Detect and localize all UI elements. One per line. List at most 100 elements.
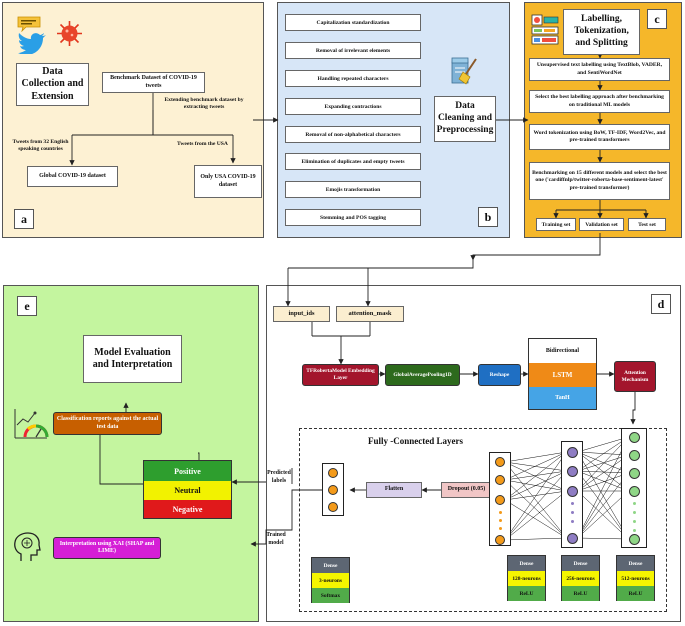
neuron-d256-1 — [566, 465, 578, 477]
labelling-step-3: Benchmarking on 15 different models and … — [529, 162, 670, 200]
dense-block-512: Dense 512-neurons ReLU — [616, 555, 655, 601]
dense-activation-256: ReLU — [562, 586, 599, 601]
dense-neurons-3: 3-neurons — [312, 573, 349, 588]
ellipsis-dot-d128-2 — [498, 526, 502, 530]
dense-name-3: Dense — [312, 558, 349, 573]
fully-connected-region — [299, 428, 667, 612]
class-stack: Positive Neutral Negative — [143, 460, 232, 519]
dense-neurons-512: 512-neurons — [617, 571, 654, 586]
fc-connection — [577, 490, 629, 539]
predicted-labels-text: Predicted labels — [267, 470, 291, 484]
dense-block-3: Dense 3-neurons Softmax — [311, 557, 350, 603]
pooling-layer: GlobalAveragePooling1D — [385, 364, 460, 386]
bird-icon — [18, 32, 48, 56]
ellipsis-dot-d256-1 — [570, 510, 574, 514]
dense-name-256: Dense — [562, 556, 599, 571]
fc-connection — [577, 472, 629, 492]
clean-step-0: Capitalization standardization — [285, 14, 421, 31]
labelling-step-1: Select the best labelling approach after… — [529, 90, 670, 113]
lstm-layer: LSTM — [529, 363, 596, 387]
usa-dataset-box: Only USA COVID-19 dataset — [194, 165, 262, 198]
positive-class: Positive — [144, 461, 231, 481]
dense-activation-128: ReLU — [508, 586, 545, 601]
clean-step-4: Removal of non-alphabetical characters — [285, 126, 421, 143]
neuron-d512-0 — [628, 431, 640, 443]
fc-connection — [504, 451, 567, 463]
panel-c-label: c — [647, 9, 667, 29]
fc-connection — [577, 490, 629, 540]
neutral-class: Neutral — [144, 481, 231, 500]
evaluation-title: Model Evaluation and Interpretation — [83, 335, 182, 383]
neuron-d512-2 — [628, 467, 640, 479]
fc-connection — [504, 451, 567, 501]
fc-connection — [577, 436, 629, 539]
panel-b-label: b — [478, 207, 498, 227]
flatten-layer: Flatten — [366, 482, 422, 498]
ellipsis-dot-d512-1 — [632, 510, 636, 514]
fc-connection — [504, 499, 567, 539]
fc-connection — [577, 451, 629, 456]
ellipsis-dot-d128-1 — [498, 518, 502, 522]
ellipsis-dot-d256-2 — [570, 519, 574, 523]
extending-text: Extending benchmark dataset by extractin… — [164, 97, 244, 111]
fc-connection — [504, 461, 567, 539]
bidirectional-block: Bidirectional LSTM TanH — [528, 338, 597, 410]
neuron-d128-2 — [495, 495, 505, 505]
fc-connection — [577, 537, 629, 540]
dense-neurons-128: 128-neurons — [508, 571, 545, 586]
fc-connection — [504, 470, 567, 481]
clean-step-6: Emojis transformation — [285, 181, 421, 198]
panel-e-label: e — [17, 296, 37, 316]
neuron-output-2 — [328, 502, 338, 512]
xai-box: Interpretation using XAI (SHAP and LIME) — [53, 537, 161, 559]
fc-connection — [504, 461, 567, 472]
fc-connection — [577, 436, 629, 453]
fc-connection — [577, 451, 629, 474]
neuron-d128-0 — [495, 457, 505, 467]
clean-step-1: Removal of irrelevant elements — [285, 42, 421, 59]
neuron-output-1 — [328, 485, 338, 495]
fc-connection — [504, 451, 567, 541]
panel-a-label: a — [14, 209, 34, 229]
dense-block-256: Dense 256-neurons ReLU — [561, 555, 600, 601]
cleaning-icon — [451, 56, 478, 86]
neuron-d256-0 — [566, 446, 578, 458]
classification-report-box: Classification reports against the actua… — [53, 412, 162, 435]
ellipsis-dot-d512-2 — [632, 519, 636, 523]
trained-model-text: Trained model — [266, 532, 286, 546]
labelling-title: Labelling, Tokenization, and Splitting — [563, 9, 640, 55]
labelling-icon — [531, 14, 561, 46]
fc-connection — [504, 451, 567, 481]
fc-connection — [577, 470, 629, 540]
fc-connection — [504, 470, 567, 541]
neuron-d256-3 — [566, 532, 578, 544]
tweet-bubble-icon — [17, 16, 41, 33]
attention-mask-box: attention_mask — [336, 306, 404, 322]
dense-name-128: Dense — [508, 556, 545, 571]
fc-title: Fully -Connected Layers — [368, 436, 463, 446]
input-ids-box: input_ids — [273, 306, 330, 322]
validation-set-box: Validation set — [579, 218, 624, 231]
ellipsis-dot-d128-0 — [498, 510, 502, 514]
labelling-step-0: Unsupervised text labelling using TextBl… — [529, 58, 670, 81]
ellipsis-dot-d256-0 — [570, 501, 574, 505]
neuron-d256-2 — [566, 485, 578, 497]
clean-step-5: Elimination of duplicates and empty twee… — [285, 153, 421, 170]
neuron-d512-1 — [628, 449, 640, 461]
clean-step-3: Expanding contractions — [285, 98, 421, 115]
ellipsis-dot-d512-0 — [632, 501, 636, 505]
virus-icon — [56, 20, 83, 47]
neuron-d512-3 — [628, 485, 640, 497]
fc-connection — [577, 470, 629, 474]
training-set-box: Training set — [536, 218, 576, 231]
brain-head-icon — [13, 532, 41, 562]
ellipsis-dot-d512-3 — [632, 528, 636, 532]
fc-connection — [504, 490, 567, 501]
fc-connection — [577, 472, 629, 539]
dense-activation-3: Softmax — [312, 588, 349, 603]
reshape-layer: Reshape — [478, 364, 521, 386]
fc-connection — [504, 479, 567, 492]
fc-connection — [504, 490, 567, 541]
fc-connection — [577, 454, 629, 472]
